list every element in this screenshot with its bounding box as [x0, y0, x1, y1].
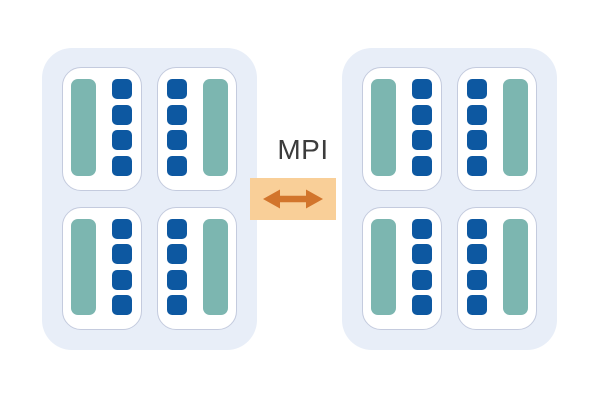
core-block: [467, 269, 487, 290]
chip-bar: [371, 218, 396, 315]
core-block: [467, 104, 487, 125]
core-block: [167, 295, 187, 315]
core-block: [167, 155, 187, 176]
core-block: [112, 244, 132, 264]
core-column: [112, 218, 132, 315]
core-block: [467, 155, 487, 176]
core-block: [467, 79, 487, 99]
chip-bar: [203, 79, 228, 176]
core-block: [412, 130, 432, 150]
core-column: [467, 79, 487, 176]
socket: [62, 206, 142, 330]
core-block: [112, 130, 132, 150]
chip-bar: [203, 218, 228, 315]
core-block: [167, 104, 187, 125]
core-column: [167, 79, 187, 176]
socket: [457, 67, 537, 191]
mpi-label: MPI: [277, 134, 329, 165]
core-column: [167, 218, 187, 315]
core-block: [412, 244, 432, 264]
socket: [157, 67, 237, 191]
chip-bar: [503, 218, 528, 315]
core-column: [112, 79, 132, 176]
core-block: [167, 130, 187, 150]
core-block: [167, 244, 187, 264]
core-block: [112, 295, 132, 315]
socket: [457, 206, 537, 330]
core-block: [167, 269, 187, 290]
compute-node-left: [42, 48, 257, 350]
chip-bar: [71, 218, 96, 315]
core-block: [412, 104, 432, 125]
core-block: [112, 269, 132, 290]
socket: [62, 67, 142, 191]
core-block: [112, 218, 132, 239]
core-block: [412, 155, 432, 176]
socket: [362, 206, 442, 330]
core-block: [167, 218, 187, 239]
core-block: [467, 130, 487, 150]
core-column: [412, 218, 432, 315]
core-block: [412, 295, 432, 315]
mpi-connector: [250, 178, 336, 220]
chip-bar: [71, 79, 96, 176]
chip-bar: [371, 79, 396, 176]
core-block: [112, 104, 132, 125]
core-block: [167, 79, 187, 99]
core-block: [412, 79, 432, 99]
core-block: [112, 79, 132, 99]
core-block: [412, 218, 432, 239]
compute-node-right: [342, 48, 557, 350]
double-arrow-icon: [263, 189, 323, 209]
socket: [157, 206, 237, 330]
core-block: [467, 244, 487, 264]
socket: [362, 67, 442, 191]
core-column: [467, 218, 487, 315]
core-block: [412, 269, 432, 290]
core-column: [412, 79, 432, 176]
core-block: [467, 295, 487, 315]
chip-bar: [503, 79, 528, 176]
core-block: [467, 218, 487, 239]
core-block: [112, 155, 132, 176]
